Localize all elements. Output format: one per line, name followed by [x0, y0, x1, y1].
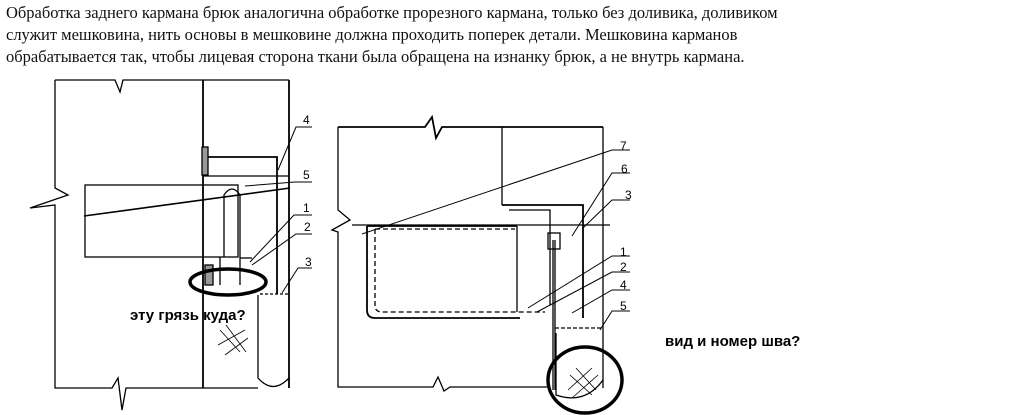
right-label-4: 4: [620, 278, 627, 292]
left-label-3: 3: [305, 255, 312, 269]
left-annotation: эту грязь куда?: [130, 307, 246, 324]
right-label-7: 7: [620, 139, 627, 153]
right-label-1: 1: [620, 245, 627, 259]
paragraph-line-2: служит мешковина, нить основы в мешковин…: [6, 25, 738, 44]
right-label-2: 2: [620, 260, 627, 274]
description-paragraph: Обработка заднего кармана брюк аналогичн…: [6, 2, 1016, 68]
right-annotation: вид и номер шва?: [665, 333, 800, 350]
paragraph-line-1: Обработка заднего кармана брюк аналогичн…: [6, 3, 778, 22]
right-label-6: 6: [621, 162, 628, 176]
paragraph-line-3: обрабатывается так, чтобы лицевая сторон…: [6, 47, 745, 66]
left-label-4: 4: [303, 113, 310, 127]
left-label-5: 5: [303, 168, 310, 182]
left-label-2: 2: [304, 220, 311, 234]
right-label-5: 5: [620, 299, 627, 313]
left-label-1: 1: [303, 201, 310, 215]
left-pocket-diagram: [29, 79, 312, 411]
right-pocket-diagram: [330, 114, 630, 415]
right-label-3: 3: [625, 188, 632, 202]
